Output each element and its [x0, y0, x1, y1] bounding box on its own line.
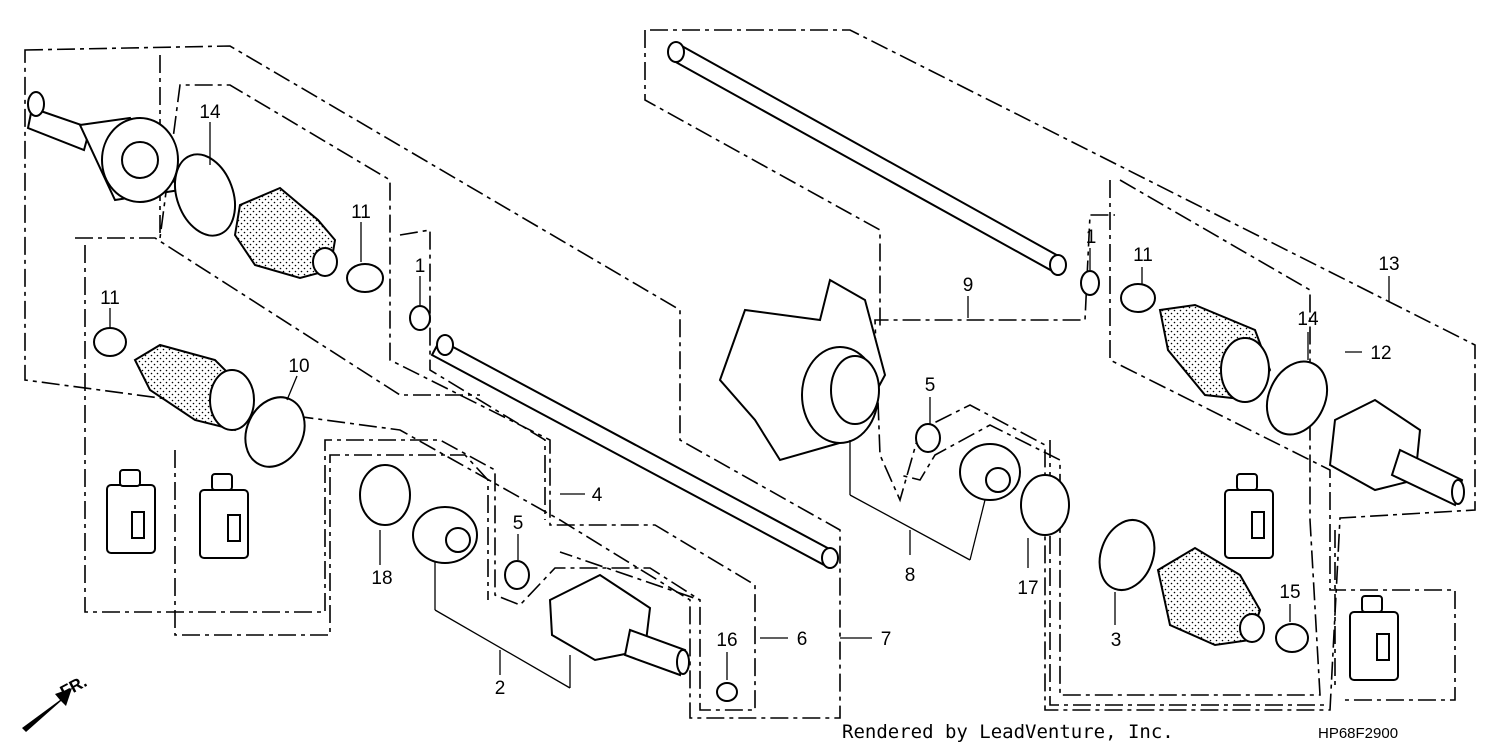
callout-5-right: 5 [925, 375, 936, 396]
callout-18: 18 [371, 568, 392, 589]
callout-8: 8 [905, 565, 916, 586]
callout-11-right: 11 [1133, 245, 1153, 266]
callout-14-left: 14 [199, 102, 221, 123]
outline-inner-left-b [174, 450, 489, 636]
diagram-code: HP68F2900 [1318, 725, 1398, 742]
callout-1-right: 1 [1086, 227, 1097, 248]
outline-left-joint [159, 55, 756, 711]
front-direction-arrow [22, 688, 72, 732]
snap-ring-17 [1020, 474, 1070, 536]
outline-left-assembly [24, 45, 841, 719]
grease-bottle-c [1224, 473, 1274, 559]
credit-text: Rendered by LeadVenture, Inc. [842, 721, 1174, 743]
circlip-5-left [504, 560, 530, 590]
hub-carrier-8 [718, 278, 887, 462]
callout-17: 17 [1017, 578, 1038, 599]
callout-13: 13 [1378, 254, 1399, 275]
leader-lines [109, 122, 1390, 689]
outline-right-shaft [650, 29, 1476, 711]
band-14-left [174, 153, 236, 237]
callout-10: 10 [288, 356, 309, 377]
band-3 [1098, 519, 1156, 591]
callout-1-left: 1 [415, 256, 426, 277]
circlip-1-left [409, 305, 431, 331]
callout-16: 16 [716, 630, 737, 651]
callout-12: 12 [1370, 343, 1391, 364]
band-10 [244, 396, 306, 468]
callout-9: 9 [963, 275, 974, 296]
shaft-right [667, 41, 1067, 276]
grease-bottle-b [199, 473, 249, 559]
outline-right-boots [1109, 180, 1456, 701]
callouts: 14 11 1 11 10 4 5 18 2 16 6 7 9 1 11 13 … [100, 102, 1399, 699]
grease-bottle-d [1349, 595, 1399, 681]
inner-joint-housing-2 [548, 573, 690, 677]
callout-3: 3 [1111, 630, 1122, 651]
callout-14-right: 14 [1297, 309, 1319, 330]
grease-bottle-a [106, 469, 156, 554]
outer-cv-joint-left [26, 91, 182, 203]
outline-shaft-4 [399, 229, 546, 520]
band-14-right [1265, 360, 1329, 436]
circlip-5-right [915, 423, 941, 453]
callout-15: 15 [1279, 582, 1300, 603]
clamp-15 [1275, 623, 1309, 653]
callout-6: 6 [797, 629, 808, 650]
callout-4: 4 [592, 485, 603, 506]
inner-joint-cage-left [412, 506, 478, 564]
inner-joint-cage-right [959, 443, 1021, 501]
outline-boot-set [75, 237, 480, 396]
outer-cv-joint-right [1328, 398, 1465, 507]
outline-inner-left [84, 245, 701, 613]
shaft-4 [430, 334, 839, 569]
boot-left-upper [233, 186, 338, 280]
circlip-16 [716, 682, 738, 702]
clamp-11-right [1120, 283, 1156, 313]
outline-right-joint [644, 30, 881, 330]
callout-11-upper: 11 [351, 202, 371, 223]
callout-11-lower: 11 [100, 288, 120, 309]
boot-right-lower [1156, 546, 1265, 647]
snap-ring-18 [359, 464, 411, 526]
circlip-1-right [1080, 270, 1100, 296]
callout-7: 7 [881, 629, 892, 650]
clamp-11-upper [346, 263, 384, 293]
group-outlines [24, 29, 1476, 719]
parts [22, 41, 1465, 732]
boot-left-lower [133, 343, 255, 432]
boot-right-upper [1158, 303, 1272, 403]
callout-5-left: 5 [513, 513, 524, 534]
clamp-11-lower [93, 327, 127, 357]
callout-2: 2 [495, 678, 506, 699]
